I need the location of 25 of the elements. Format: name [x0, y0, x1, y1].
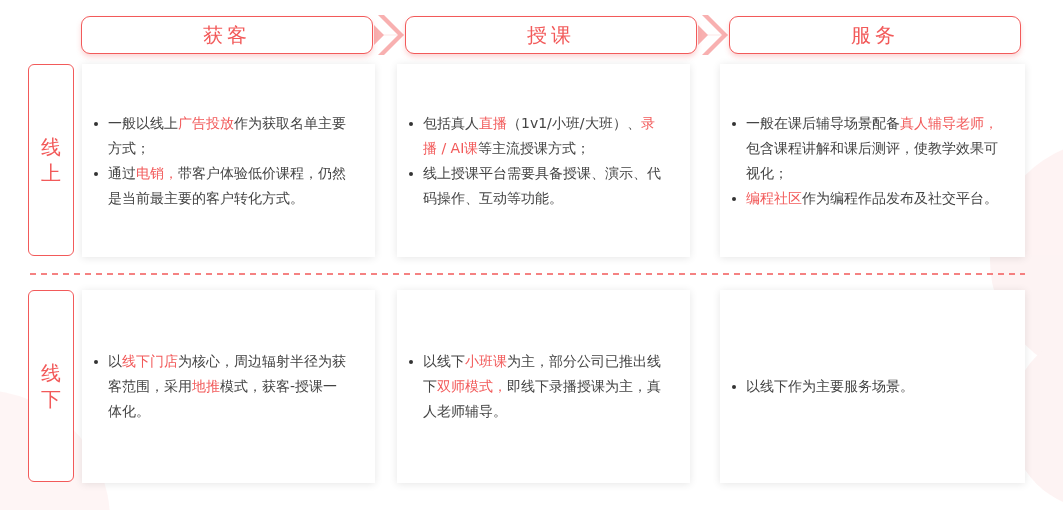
- content-card: [397, 64, 690, 257]
- content-card: [397, 290, 690, 483]
- stage-title: 获客: [203, 21, 251, 49]
- bullet-text: 一般以线上广告投放作为获取名单主要方式；: [94, 110, 351, 161]
- bullet-text: 一般在课后辅导场景配备真人辅导老师，包含课程讲解和课后测评，使教学效果可视化；: [732, 110, 1001, 186]
- bullet-text: 通过电销，带客户体验低价课程，仍然是当前最主要的客户转化方式。: [94, 160, 351, 211]
- row-title: 线上: [41, 134, 61, 186]
- stage-header: [405, 16, 697, 54]
- bullet-text: 以线下门店为核心，周边辐射半径为获客范围，采用地推模式，获客-授课一体化。: [94, 349, 351, 424]
- bullet-text: 以线下作为主要服务场景。: [732, 374, 1001, 399]
- stage-header: [729, 16, 1021, 54]
- content-card: [720, 64, 1025, 257]
- row-label-box: [28, 290, 74, 482]
- bullet-text: 线上授课平台需要具备授课、演示、代码操作、互动等功能。: [409, 160, 666, 211]
- bullet-text: 编程社区作为编程作品发布及社交平台。: [732, 185, 1001, 211]
- stage-title: 授课: [527, 21, 575, 49]
- bullet-text: 以线下小班课为主，部分公司已推出线下双师模式，即线下录播授课为主，真人老师辅导。: [409, 349, 666, 424]
- content-card: [720, 290, 1025, 483]
- content-card: [82, 64, 375, 257]
- bullet-text: 包括真人直播（1v1/小班/大班）、录播 / AI课等主流授课方式；: [409, 110, 666, 161]
- stage-header: [81, 16, 373, 54]
- row-title: 线下: [41, 360, 61, 412]
- stage-title: 服务: [851, 21, 899, 49]
- content-card: [82, 290, 375, 483]
- row-label-box: [28, 64, 74, 256]
